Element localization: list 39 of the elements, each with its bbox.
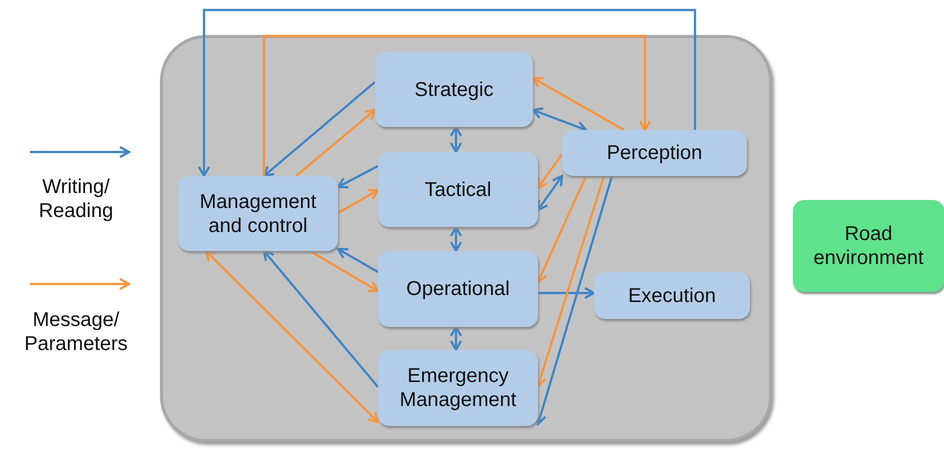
module-label: Operational — [406, 277, 510, 301]
arrow — [536, 153, 563, 190]
module-label: Execution — [628, 284, 716, 308]
arrow — [534, 176, 614, 426]
arrow — [532, 76, 625, 131]
arrow — [262, 81, 376, 178]
arrow — [262, 34, 652, 176]
module-box — [375, 52, 533, 127]
module-label: Road environment — [812, 222, 925, 270]
arrow — [532, 107, 588, 133]
module-box — [378, 350, 538, 426]
module-box — [594, 272, 750, 319]
arrow — [336, 165, 378, 188]
arrow — [198, 8, 696, 178]
module-label: Tactical — [424, 178, 492, 202]
arrow — [536, 176, 587, 284]
module-label: Perception — [606, 141, 702, 165]
module-box — [378, 251, 538, 327]
module-box — [178, 176, 338, 251]
arrow — [450, 226, 462, 252]
module-box — [378, 152, 538, 227]
module-label: Emergency Management — [398, 364, 518, 412]
arrow — [336, 248, 379, 273]
module-label: Management and control — [198, 190, 318, 238]
module-label: Strategic — [414, 78, 494, 102]
arrow — [450, 126, 462, 154]
module-box — [793, 200, 944, 292]
arrow — [204, 250, 380, 424]
arrow — [295, 108, 376, 177]
arrow — [538, 286, 596, 300]
legend-label: Message/ Parameters — [23, 308, 129, 356]
arrow — [309, 250, 380, 292]
module-box — [562, 130, 747, 176]
legend-label: Writing/ Reading — [38, 175, 114, 223]
system-panel — [160, 35, 772, 442]
arrow — [450, 326, 462, 352]
arrow — [536, 174, 564, 212]
arrow — [337, 188, 380, 214]
arrow — [262, 250, 379, 388]
